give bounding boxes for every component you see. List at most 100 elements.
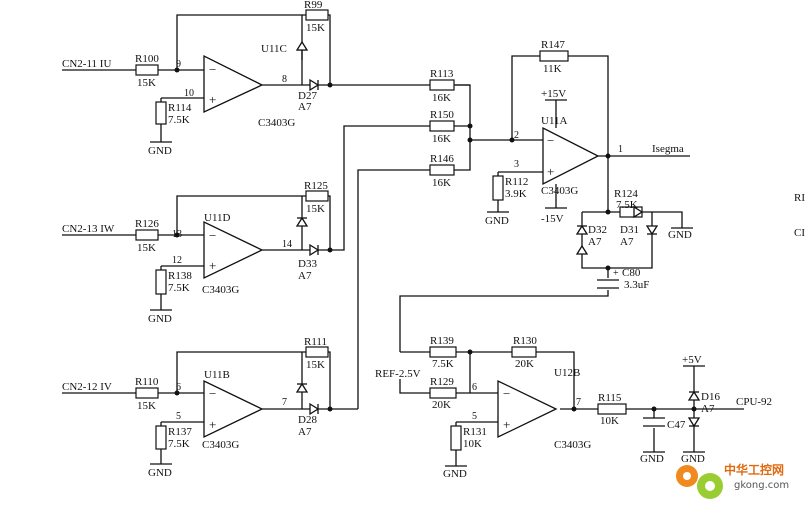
resistor-r147: R147 11K [539,39,569,75]
svg-text:16K: 16K [432,133,451,145]
resistor-r113: R113 16K [429,68,455,104]
svg-text:gkong.com: gkong.com [734,480,789,491]
resistor-r150: R150 16K [429,109,455,145]
svg-text:D33: D33 [298,258,317,270]
junction-dot [571,406,577,412]
resistor-r129: R129 20K [429,376,457,411]
svg-text:C47: C47 [667,419,686,431]
svg-text:GND: GND [148,313,172,325]
svg-text:10K: 10K [463,438,482,450]
opamp-part: C3403G [202,284,239,296]
opamp-u12b: − + 6 5 7 U12B C3403G [472,367,591,451]
edge-label: RI [794,192,805,204]
ref-voltage-label: REF-2.5V [375,368,421,380]
svg-text:A7: A7 [701,403,715,415]
pin-number: 10 [184,88,194,99]
svg-text:10K: 10K [600,415,619,427]
diode-d28: D28 A7 [295,382,320,438]
pin-number: 7 [576,397,581,408]
svg-text:R130: R130 [513,335,537,347]
pin-number: 8 [282,74,287,85]
edge-label: CI [794,227,805,239]
svg-text:15K: 15K [306,203,325,215]
capacitor-c47: C47 [643,417,686,431]
svg-text:A7: A7 [298,101,312,113]
svg-text:+: + [503,417,510,432]
svg-text:−: − [209,228,216,243]
opamp-ref: U11B [204,369,230,381]
svg-text:R99: R99 [304,0,323,11]
connector-cn2-11: CN2-11 IU [62,58,111,70]
svg-text:−: − [503,386,510,401]
junction-dots [174,67,697,412]
opamp-u11c: − + 9 10 8 U11C C3403G [176,43,295,129]
junction-dot [651,406,657,412]
svg-text:7.5K: 7.5K [168,438,190,450]
svg-text:R129: R129 [430,376,454,388]
opamp-ref: U12B [554,367,580,379]
wires [62,14,744,466]
resistor-r137: R137 7.5K [155,425,192,450]
opamp-ref: U11D [204,212,231,224]
diode-d33: D33 A7 [295,216,320,282]
diode-d27: D27 A7 [295,40,320,113]
svg-text:-15V: -15V [541,213,564,225]
resistor-r111: R111 15K [304,336,329,371]
resistor-r99: R99 15K [304,0,329,34]
output-cpu-label: CPU-92 [736,396,772,408]
svg-text:+: + [209,92,216,107]
svg-text:15K: 15K [137,77,156,89]
svg-text:+: + [613,268,619,279]
power-labels: GND GND GND GND GND GND GND GND +15V -15… [148,88,705,480]
svg-text:R114: R114 [168,102,192,114]
svg-text:+15V: +15V [541,88,566,100]
pin-number: 7 [282,397,287,408]
svg-text:GND: GND [485,215,509,227]
svg-text:+: + [547,164,554,179]
pin-number: 14 [282,239,292,250]
svg-text:11K: 11K [543,63,562,75]
resistor-r125: R125 15K [304,180,329,215]
resistor-r131: R131 10K [450,425,487,451]
svg-text:R125: R125 [304,180,328,192]
svg-text:R100: R100 [135,53,159,65]
svg-text:+: + [209,417,216,432]
svg-text:−: − [547,133,554,148]
svg-text:D31: D31 [620,224,639,236]
diode-d31: D31 A7 [620,205,659,248]
resistor-r130: R130 20K [511,335,537,370]
svg-text:A7: A7 [588,236,602,248]
svg-text:+: + [209,258,216,273]
junction-dot [327,406,333,412]
svg-text:GND: GND [443,468,467,480]
junction-dot [174,67,180,73]
svg-text:GND: GND [148,467,172,479]
svg-text:R138: R138 [168,270,192,282]
junction-dot [174,232,180,238]
svg-text:20K: 20K [432,399,451,411]
svg-text:中华工控网: 中华工控网 [724,462,784,477]
svg-text:A7: A7 [298,270,312,282]
svg-text:−: − [209,62,216,77]
opamp-ref: U11C [261,43,287,55]
junction-dot [327,82,333,88]
svg-text:GND: GND [148,145,172,157]
capacitor-c80: + C80 3.3uF [597,267,649,291]
svg-text:R115: R115 [598,392,622,404]
pin-number: 5 [176,411,181,422]
opamp-u11d: − + 13 12 14 U11D C3403G [172,212,292,296]
junction-dot [605,209,611,215]
junction-dot [467,349,473,355]
pin-number: 6 [472,382,477,393]
resistor-r110: R110 15K [135,376,159,412]
connector-cn2-12: CN2-12 IV [62,381,112,393]
svg-text:A7: A7 [620,236,634,248]
junction-dot [691,406,697,412]
svg-text:7.5K: 7.5K [168,114,190,126]
resistor-r146: R146 16K [429,153,455,189]
svg-text:3.3uF: 3.3uF [624,279,649,291]
svg-text:7.5K: 7.5K [616,199,638,211]
svg-text:R112: R112 [505,176,528,188]
